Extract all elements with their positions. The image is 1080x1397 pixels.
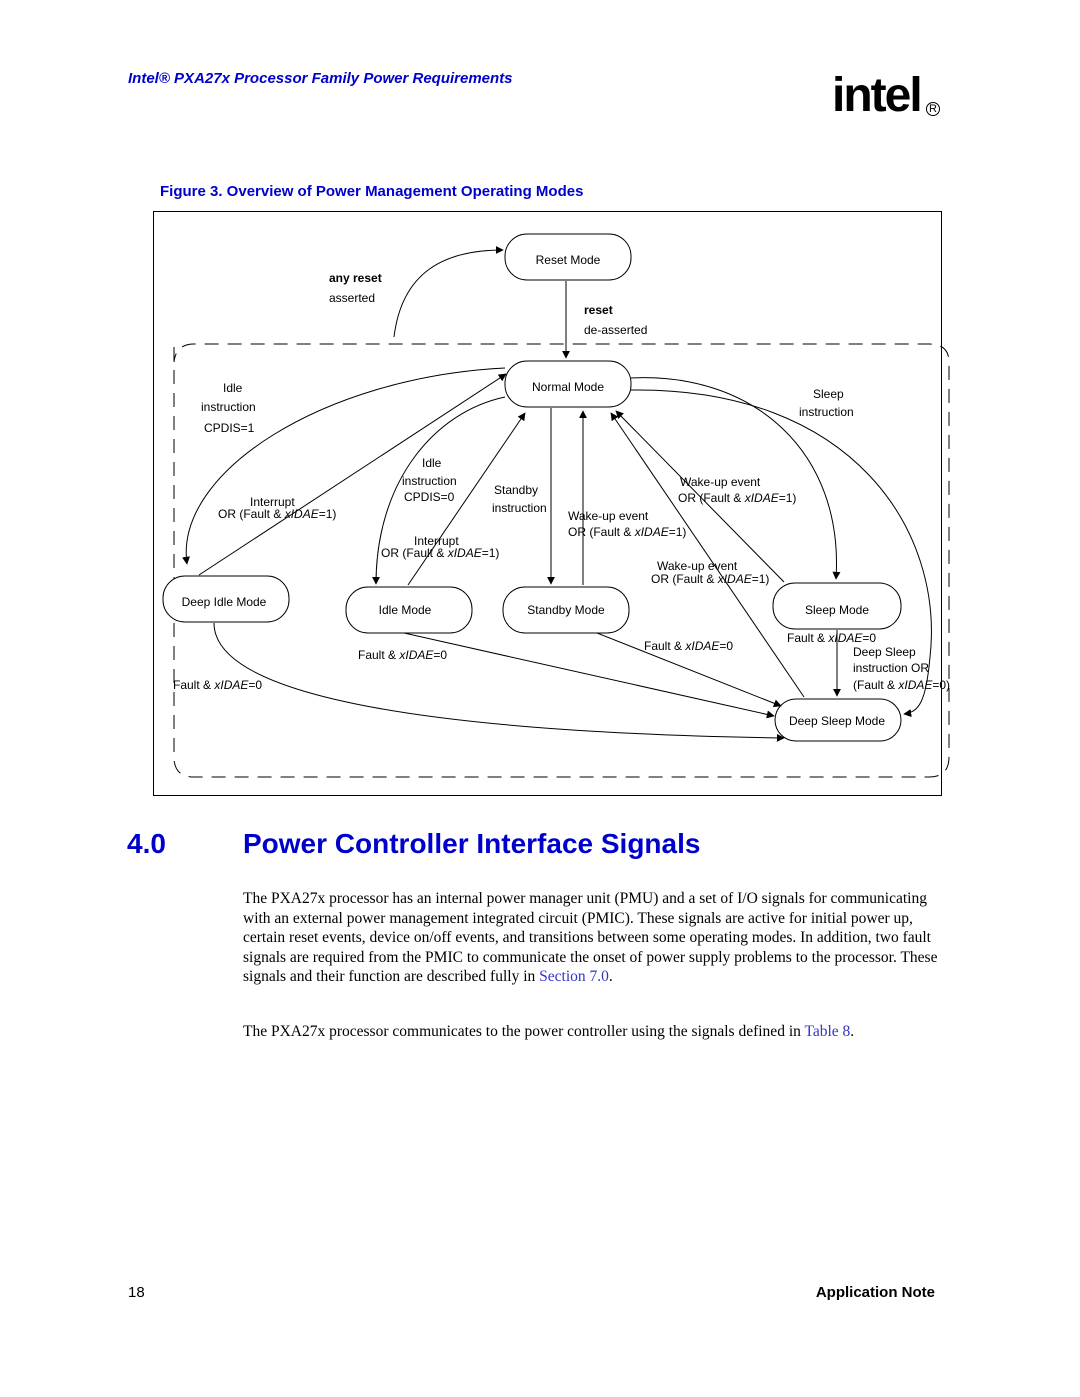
edge-normal-to-deepidle [182,367,506,565]
edge-standby-to-deepsleep [596,632,782,708]
section-number: 4.0 [127,828,166,859]
para1-text: The PXA27x processor has an internal pow… [243,890,938,985]
intel-logo: intel R [832,68,942,128]
label-wakeup-1: Wake-up event [680,475,761,489]
label-or-fault-2: OR (Fault & xIDAE=1) [381,546,499,560]
label-sleep-instruction: instruction [799,405,854,419]
label-interrupt-2: Interrupt [414,534,459,548]
figure-caption: Figure 3. Overview of Power Management O… [160,183,584,200]
label-fault-sleep: Fault & xIDAE=0 [787,631,876,645]
node-deep-sleep-mode: Deep Sleep Mode [774,698,902,742]
edge-deepidle-to-normal [198,373,507,576]
edge-normal-to-idle [372,396,506,585]
edge-normal-to-deepsleep [630,389,932,718]
registered-mark: R [926,102,940,116]
label-asserted: asserted [329,291,375,305]
edge-idle-to-normal [407,412,526,586]
section-7-link[interactable]: Section 7.0 [539,968,609,985]
label-or-fault-4: OR (Fault & xIDAE=1) [568,525,686,539]
node-idle-label: Idle Mode [379,603,432,617]
label-instruction-2: instruction [402,474,457,488]
label-cpdis-1: CPDIS=1 [204,421,255,435]
label-fault-deep-idle: Fault & xIDAE=0 [173,678,262,692]
label-deep-sleep: Deep Sleep [853,645,916,659]
table-8-link[interactable]: Table 8 [804,1023,851,1040]
node-standby-mode: Standby Mode [502,586,630,634]
label-sleep: Sleep [813,387,844,401]
label-idle-2: Idle [422,456,442,470]
node-sleep-label: Sleep Mode [805,603,869,617]
node-sleep-mode: Sleep Mode [772,582,902,630]
edge-sleep-to-normal [615,410,785,583]
running-header-title: Intel® PXA27x Processor Family Power Req… [128,70,513,87]
dashed-boundary [173,343,950,778]
figure-frame: Reset Mode Normal Mode Deep Idle Mode Id… [153,211,950,796]
node-deep-sleep-label: Deep Sleep Mode [789,714,885,728]
edge-deepsleep-to-normal [610,412,805,698]
edge-any-reset [393,246,504,338]
state-diagram: Reset Mode Normal Mode Deep Idle Mode Id… [162,233,950,778]
label-interrupt-1: Interrupt [250,495,295,509]
edge-normal-to-sleep [630,377,841,580]
page-number: 18 [128,1284,145,1301]
node-reset-mode: Reset Mode [504,233,632,281]
section-title: Power Controller Interface Signals [243,828,701,859]
label-fault-idle: Fault & xIDAE=0 [358,648,447,662]
diagram-edges [182,246,932,742]
body-paragraph-1: The PXA27x processor has an internal pow… [243,889,943,987]
label-wakeup-2: Wake-up event [568,509,649,523]
intel-logo-text: intel [832,69,923,122]
para2-text: The PXA27x processor communicates to the… [243,1023,805,1040]
node-deep-idle-label: Deep Idle Mode [182,595,267,609]
node-deep-idle-mode: Deep Idle Mode [162,575,290,623]
node-idle-mode: Idle Mode [345,586,473,634]
node-standby-label: Standby Mode [527,603,605,617]
label-cpdis-0: CPDIS=0 [404,490,455,504]
para1-end: . [608,968,613,985]
label-wakeup-3: Wake-up event [657,559,738,573]
footer-doc-type: Application Note [815,1284,935,1301]
node-normal-label: Normal Mode [532,380,604,394]
label-or-fault-3: OR (Fault & xIDAE=1) [678,491,796,505]
para2-end: . [850,1023,855,1040]
edge-deepidle-to-deepsleep [213,622,785,742]
label-de-asserted: de-asserted [584,323,647,337]
label-reset: reset [584,303,613,317]
label-or-fault-1: OR (Fault & xIDAE=1) [218,507,336,521]
label-fault-deep-sleep: (Fault & xIDAE=0) [853,678,950,692]
body-paragraph-2: The PXA27x processor communicates to the… [243,1022,943,1042]
label-idle-1: Idle [223,381,243,395]
node-reset-label: Reset Mode [536,253,601,267]
label-any-reset: any reset [329,271,382,285]
label-fault-standby: Fault & xIDAE=0 [644,639,733,653]
node-normal-mode: Normal Mode [504,360,632,408]
edge-idle-to-deepsleep [403,632,775,719]
label-instruction-1: instruction [201,400,256,414]
label-standby: Standby [494,483,538,497]
label-standby-instruction: instruction [492,501,547,515]
label-instruction-or: instruction OR [853,661,929,675]
label-or-fault-5: OR (Fault & xIDAE=1) [651,572,769,586]
